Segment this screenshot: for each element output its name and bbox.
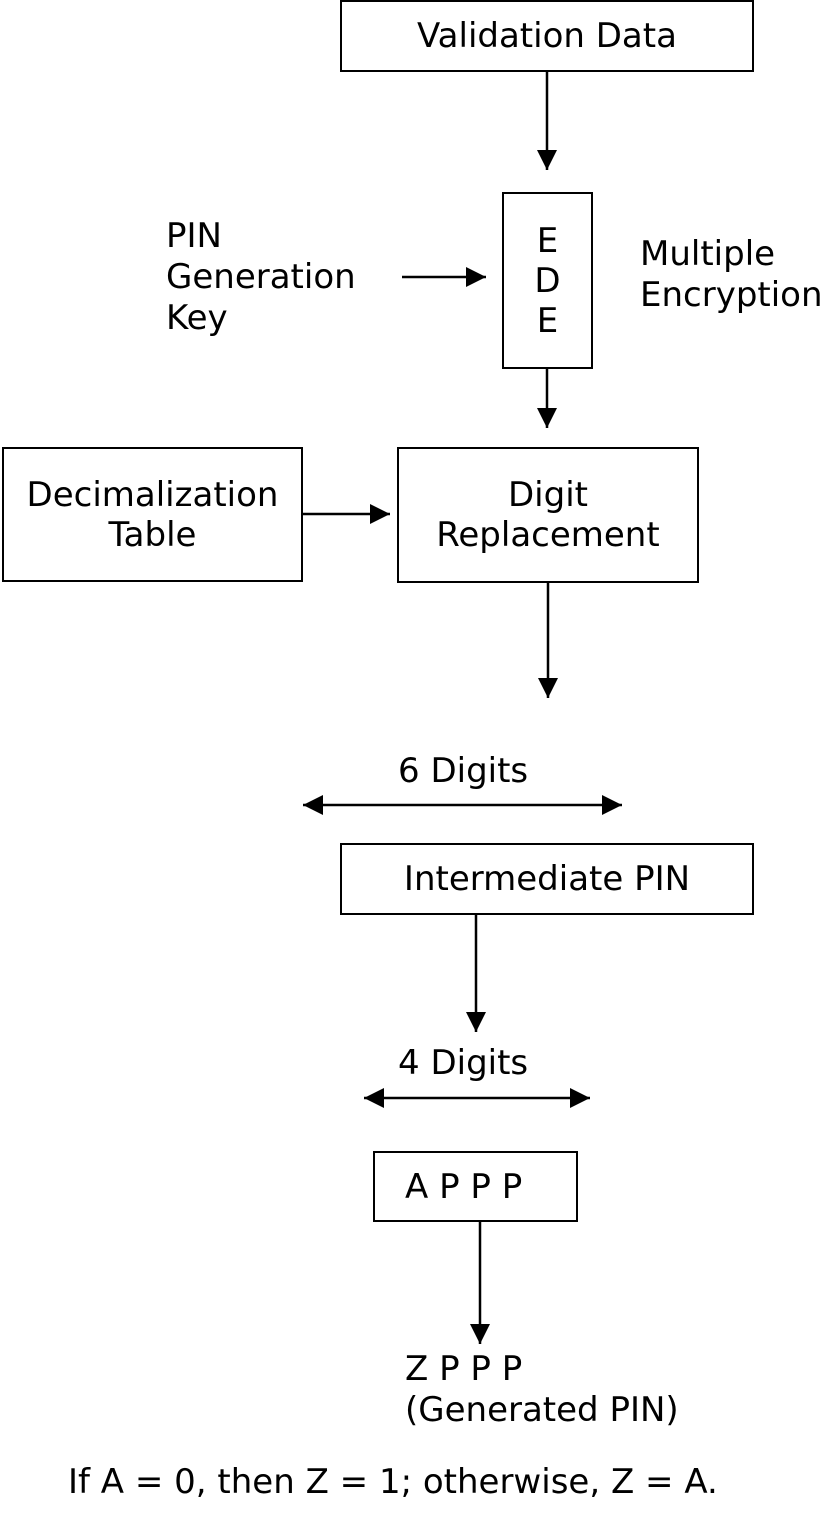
pin-generation-key-line-1: PIN (166, 216, 222, 256)
generated-pin-label: Z P P P (Generated PIN) (405, 1349, 679, 1431)
decimalization-table-line-1: Decimalization (26, 474, 279, 515)
multiple-encryption-line-2: Encryption (640, 275, 823, 315)
generated-pin-line-2: (Generated PIN) (405, 1390, 679, 1430)
intermediate-pin-box: Intermediate PIN (340, 843, 754, 915)
ede-letter-2: D (534, 260, 561, 301)
multiple-encryption-label: Multiple Encryption (640, 234, 823, 316)
digit-replacement-line-1: Digit (508, 475, 588, 515)
four-digits-label: 4 Digits (398, 1043, 529, 1083)
six-digits-label: 6 Digits (398, 751, 529, 791)
validation-data-label: Validation Data (417, 16, 677, 56)
digit-replacement-line-2: Replacement (436, 515, 660, 555)
digit-replacement-box: Digit Replacement (397, 447, 699, 583)
multiple-encryption-line-1: Multiple (640, 234, 776, 274)
appp-label: A P P P (405, 1166, 523, 1207)
pin-generation-key-line-2: Generation (166, 257, 356, 297)
decimalization-table-box: Decimalization Table (2, 447, 303, 582)
generated-pin-line-1: Z P P P (405, 1349, 523, 1389)
rule-caption: If A = 0, then Z = 1; otherwise, Z = A. (68, 1462, 718, 1502)
validation-data-box: Validation Data (340, 0, 754, 72)
appp-box: A P P P (373, 1151, 578, 1222)
intermediate-pin-label: Intermediate PIN (403, 859, 691, 899)
ede-box: E D E (502, 192, 593, 369)
decimalization-table-line-2: Table (108, 514, 197, 555)
ede-letter-3: E (536, 300, 559, 341)
pin-generation-key-line-3: Key (166, 298, 228, 338)
ede-letter-1: E (536, 220, 559, 261)
pin-generation-key-label: PIN Generation Key (166, 216, 356, 339)
